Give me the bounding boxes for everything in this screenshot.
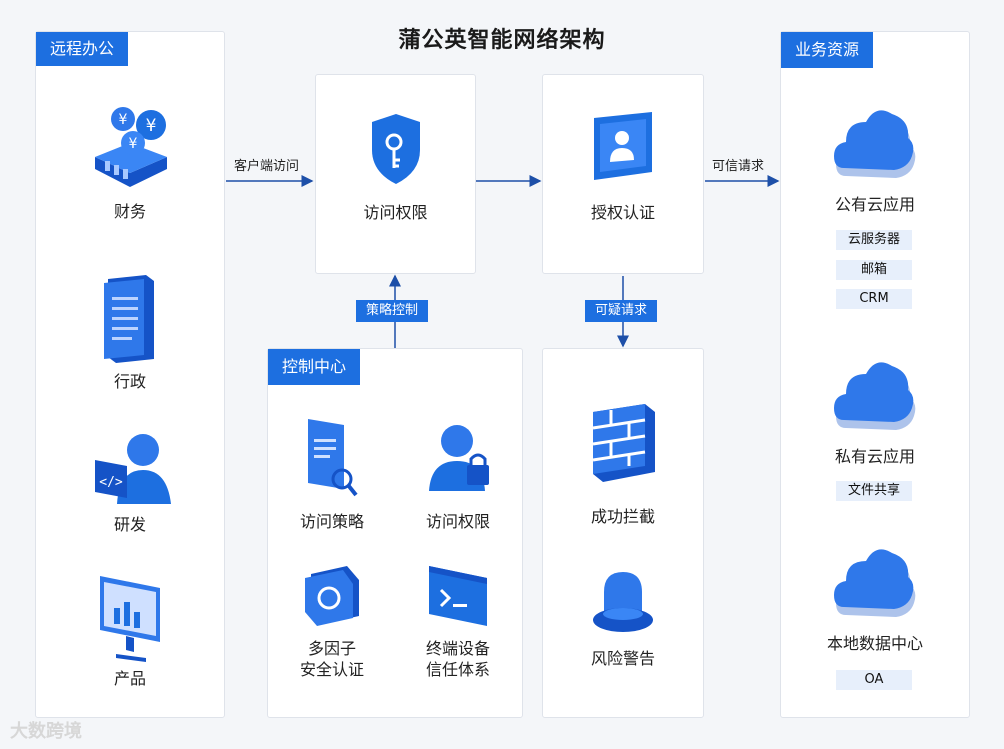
document-icon [104, 275, 154, 363]
product-item: 产品 [70, 572, 190, 689]
local-datacenter-item: 本地数据中心 [805, 537, 945, 654]
rnd-item: </> 研发 [70, 430, 190, 535]
svg-text:¥: ¥ [146, 116, 157, 136]
public-cloud-label: 公有云应用 [834, 195, 915, 214]
access-policy-item: 访问策略 [272, 415, 392, 532]
file-sharing-pill: 文件共享 [836, 481, 912, 501]
crm-pill: CRM [836, 289, 912, 309]
diagram-title: 蒲公英智能网络架构 [398, 28, 606, 53]
finance-icon: ¥ ¥ ¥ [95, 107, 167, 187]
monitor-chart-icon [100, 576, 160, 662]
cloud-server-pill: 云服务器 [836, 230, 912, 250]
policy-search-icon [308, 419, 358, 497]
authorization-item: 授权认证 [542, 110, 704, 223]
cloud-icon [834, 362, 916, 430]
cc-access-permission-label: 访问权限 [425, 512, 490, 531]
oa-pill: OA [836, 670, 912, 690]
shield-key-icon [371, 114, 420, 184]
rnd-label: 研发 [113, 515, 146, 534]
trusted-request-text: 可信请求 [712, 159, 765, 174]
access-permission-item: 访问权限 [315, 110, 476, 223]
product-label: 产品 [113, 669, 146, 688]
business-resources-tag: 业务资源 [781, 32, 874, 68]
terminal-icon [429, 566, 487, 626]
svg-text:¥: ¥ [129, 136, 138, 152]
user-lock-icon [429, 425, 489, 491]
watermark-logo: 大数跨境 [10, 721, 82, 742]
access-policy-label: 访问策略 [299, 512, 364, 531]
layered-shield-icon [305, 566, 359, 626]
admin-item: 行政 [70, 273, 190, 392]
risk-warning-item: 风险警告 [542, 568, 704, 669]
cloud-icon [834, 110, 916, 178]
risk-warning-label: 风险警告 [590, 649, 655, 668]
private-cloud-label: 私有云应用 [834, 447, 915, 466]
control-center-tag: 控制中心 [268, 349, 361, 385]
cloud-icon [834, 549, 916, 617]
developer-icon: </> [95, 434, 171, 504]
admin-label: 行政 [113, 372, 146, 391]
remote-office-tag: 远程办公 [36, 32, 129, 66]
mailbox-pill: 邮箱 [836, 260, 912, 280]
blocked-item: 成功拦截 [542, 400, 704, 527]
access-permission-label: 访问权限 [363, 203, 428, 222]
firewall-icon [592, 404, 655, 482]
device-trust-label: 终端设备 信任体系 [425, 639, 490, 679]
mfa-label: 多因子 安全认证 [299, 639, 364, 679]
public-cloud-item: 公有云应用 [815, 98, 935, 215]
svg-text:¥: ¥ [119, 112, 128, 128]
id-card-icon [594, 112, 652, 180]
cc-access-permission-item: 访问权限 [398, 415, 518, 532]
local-datacenter-label: 本地数据中心 [826, 634, 923, 653]
authorization-label: 授权认证 [590, 203, 655, 222]
control-center-panel [267, 348, 523, 718]
finance-label: 财务 [113, 202, 146, 221]
client-access-text: 客户端访问 [234, 159, 300, 174]
blocked-label: 成功拦截 [590, 507, 655, 526]
device-trust-item: 终端设备 信任体系 [398, 560, 518, 680]
svg-text:</>: </> [99, 475, 123, 490]
private-cloud-item: 私有云应用 [815, 350, 935, 467]
finance-item: ¥ ¥ ¥ 财务 [70, 95, 190, 222]
alarm-light-icon [593, 572, 653, 632]
policy-control-tag: 策略控制 [356, 300, 429, 322]
suspicious-request-tag: 可疑请求 [585, 300, 658, 322]
mfa-item: 多因子 安全认证 [272, 560, 392, 680]
